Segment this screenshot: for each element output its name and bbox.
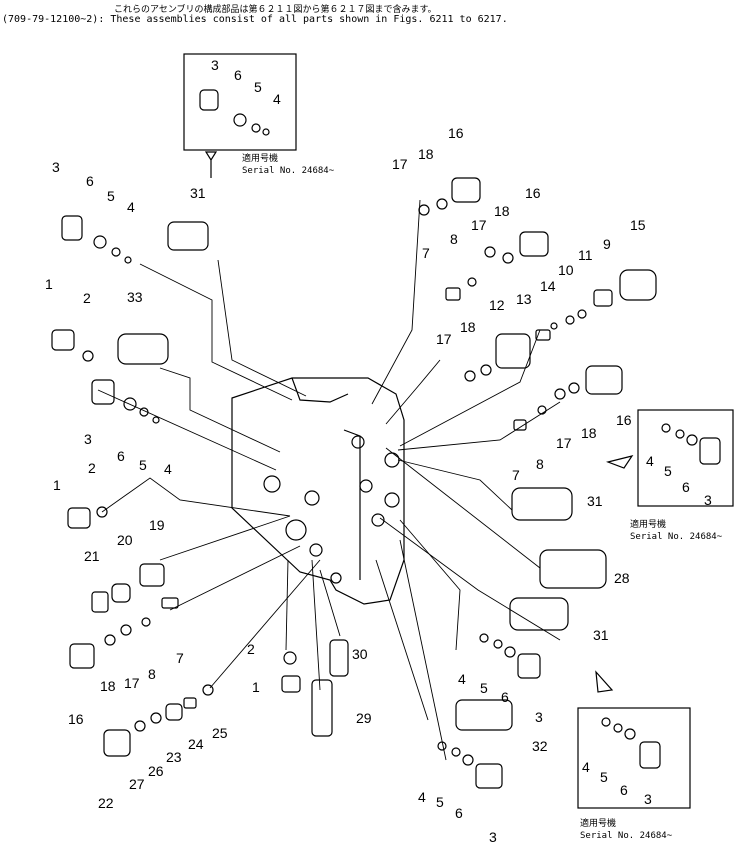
header-english: (709-79-12100~2): These assemblies consi… bbox=[2, 14, 508, 25]
callout: 14 bbox=[540, 278, 556, 294]
callout: 4 bbox=[646, 453, 654, 469]
callout: 18 bbox=[418, 146, 434, 162]
callout: 6 bbox=[501, 689, 509, 705]
serial-box-bottom-en: Serial No. 24684~ bbox=[580, 831, 673, 841]
callout: 6 bbox=[620, 782, 628, 798]
parts-shapes bbox=[51, 177, 657, 789]
callout: 5 bbox=[139, 457, 147, 473]
callout: 1 bbox=[45, 276, 53, 292]
callout: 31 bbox=[587, 493, 603, 509]
callout: 17 bbox=[556, 435, 572, 451]
callout: 4 bbox=[127, 199, 135, 215]
callout: 4 bbox=[458, 671, 466, 687]
callout: 17 bbox=[392, 156, 408, 172]
callout: 4 bbox=[582, 759, 590, 775]
callout: 27 bbox=[129, 776, 145, 792]
callout: 5 bbox=[664, 463, 672, 479]
callout: 18 bbox=[460, 319, 476, 335]
callout: 18 bbox=[581, 425, 597, 441]
callout: 8 bbox=[148, 666, 156, 682]
callout: 3 bbox=[489, 829, 497, 843]
callout: 17 bbox=[124, 675, 140, 691]
callout: 31 bbox=[190, 185, 206, 201]
callout: 23 bbox=[166, 749, 182, 765]
callout: 3 bbox=[84, 431, 92, 447]
callout: 30 bbox=[352, 646, 368, 662]
serial-box-bottom-jp: 適用号機 bbox=[580, 817, 616, 829]
callout: 32 bbox=[532, 738, 548, 754]
callout: 31 bbox=[593, 627, 609, 643]
callout: 16 bbox=[448, 125, 464, 141]
serial-box-right-bottom: 適用号機 Serial No. 24684~ bbox=[577, 670, 691, 841]
callout: 3 bbox=[52, 159, 60, 175]
callout: 18 bbox=[100, 678, 116, 694]
callout: 3 bbox=[704, 492, 712, 508]
callout: 16 bbox=[525, 185, 541, 201]
callout: 4 bbox=[273, 91, 281, 107]
callout: 17 bbox=[471, 217, 487, 233]
callout: 1 bbox=[252, 679, 260, 695]
serial-box-mid-en: Serial No. 24684~ bbox=[630, 532, 723, 542]
serial-box-top-jp: 適用号機 bbox=[242, 152, 278, 164]
leader-lines bbox=[97, 199, 561, 761]
callout: 11 bbox=[578, 247, 593, 263]
callout: 6 bbox=[682, 479, 690, 495]
callout: 7 bbox=[512, 467, 520, 483]
callout: 12 bbox=[489, 297, 505, 313]
header-japanese: これらのアセンブリの構成部品は第６２１１図から第６２１７図まで含みます。 bbox=[114, 5, 437, 15]
callout: 4 bbox=[418, 789, 426, 805]
serial-box-right-mid: 適用号機 Serial No. 24684~ bbox=[605, 409, 734, 542]
callout: 6 bbox=[117, 448, 125, 464]
callout: 28 bbox=[614, 570, 630, 586]
callout: 7 bbox=[176, 650, 184, 666]
callout: 25 bbox=[212, 725, 228, 741]
callout: 33 bbox=[127, 289, 143, 305]
callout: 6 bbox=[455, 805, 463, 821]
callout: 9 bbox=[603, 236, 611, 252]
callout: 5 bbox=[600, 769, 608, 785]
callout: 5 bbox=[436, 794, 444, 810]
callout: 3 bbox=[535, 709, 543, 725]
callout: 1 bbox=[53, 477, 61, 493]
callout: 8 bbox=[450, 231, 458, 247]
callout: 21 bbox=[84, 548, 100, 564]
callout: 2 bbox=[83, 290, 91, 306]
callouts: 3 6 5 4 31 3 6 5 4 1 2 33 3 6 5 4 1 2 21… bbox=[45, 57, 712, 843]
callout: 2 bbox=[247, 641, 255, 657]
callout: 29 bbox=[356, 710, 372, 726]
callout: 4 bbox=[164, 461, 172, 477]
valve-body bbox=[231, 377, 405, 605]
callout: 18 bbox=[494, 203, 510, 219]
callout: 26 bbox=[148, 763, 164, 779]
callout: 6 bbox=[86, 173, 94, 189]
callout: 2 bbox=[88, 460, 96, 476]
callout: 5 bbox=[107, 188, 115, 204]
callout: 16 bbox=[616, 412, 632, 428]
callout: 10 bbox=[558, 262, 574, 278]
serial-box-top: 適用号機 Serial No. 24684~ bbox=[183, 53, 335, 178]
callout: 16 bbox=[68, 711, 84, 727]
callout: 6 bbox=[234, 67, 242, 83]
callout: 3 bbox=[644, 791, 652, 807]
callout: 13 bbox=[516, 291, 532, 307]
serial-box-top-en: Serial No. 24684~ bbox=[242, 166, 335, 176]
callout: 8 bbox=[536, 456, 544, 472]
callout: 7 bbox=[422, 245, 430, 261]
callout: 5 bbox=[254, 79, 262, 95]
callout: 24 bbox=[188, 736, 204, 752]
callout: 20 bbox=[117, 532, 133, 548]
callout: 15 bbox=[630, 217, 646, 233]
callout: 3 bbox=[211, 57, 219, 73]
callout: 5 bbox=[480, 680, 488, 696]
callout: 17 bbox=[436, 331, 452, 347]
callout: 19 bbox=[149, 517, 165, 533]
callout: 22 bbox=[98, 795, 114, 811]
serial-box-mid-jp: 適用号機 bbox=[630, 518, 666, 530]
